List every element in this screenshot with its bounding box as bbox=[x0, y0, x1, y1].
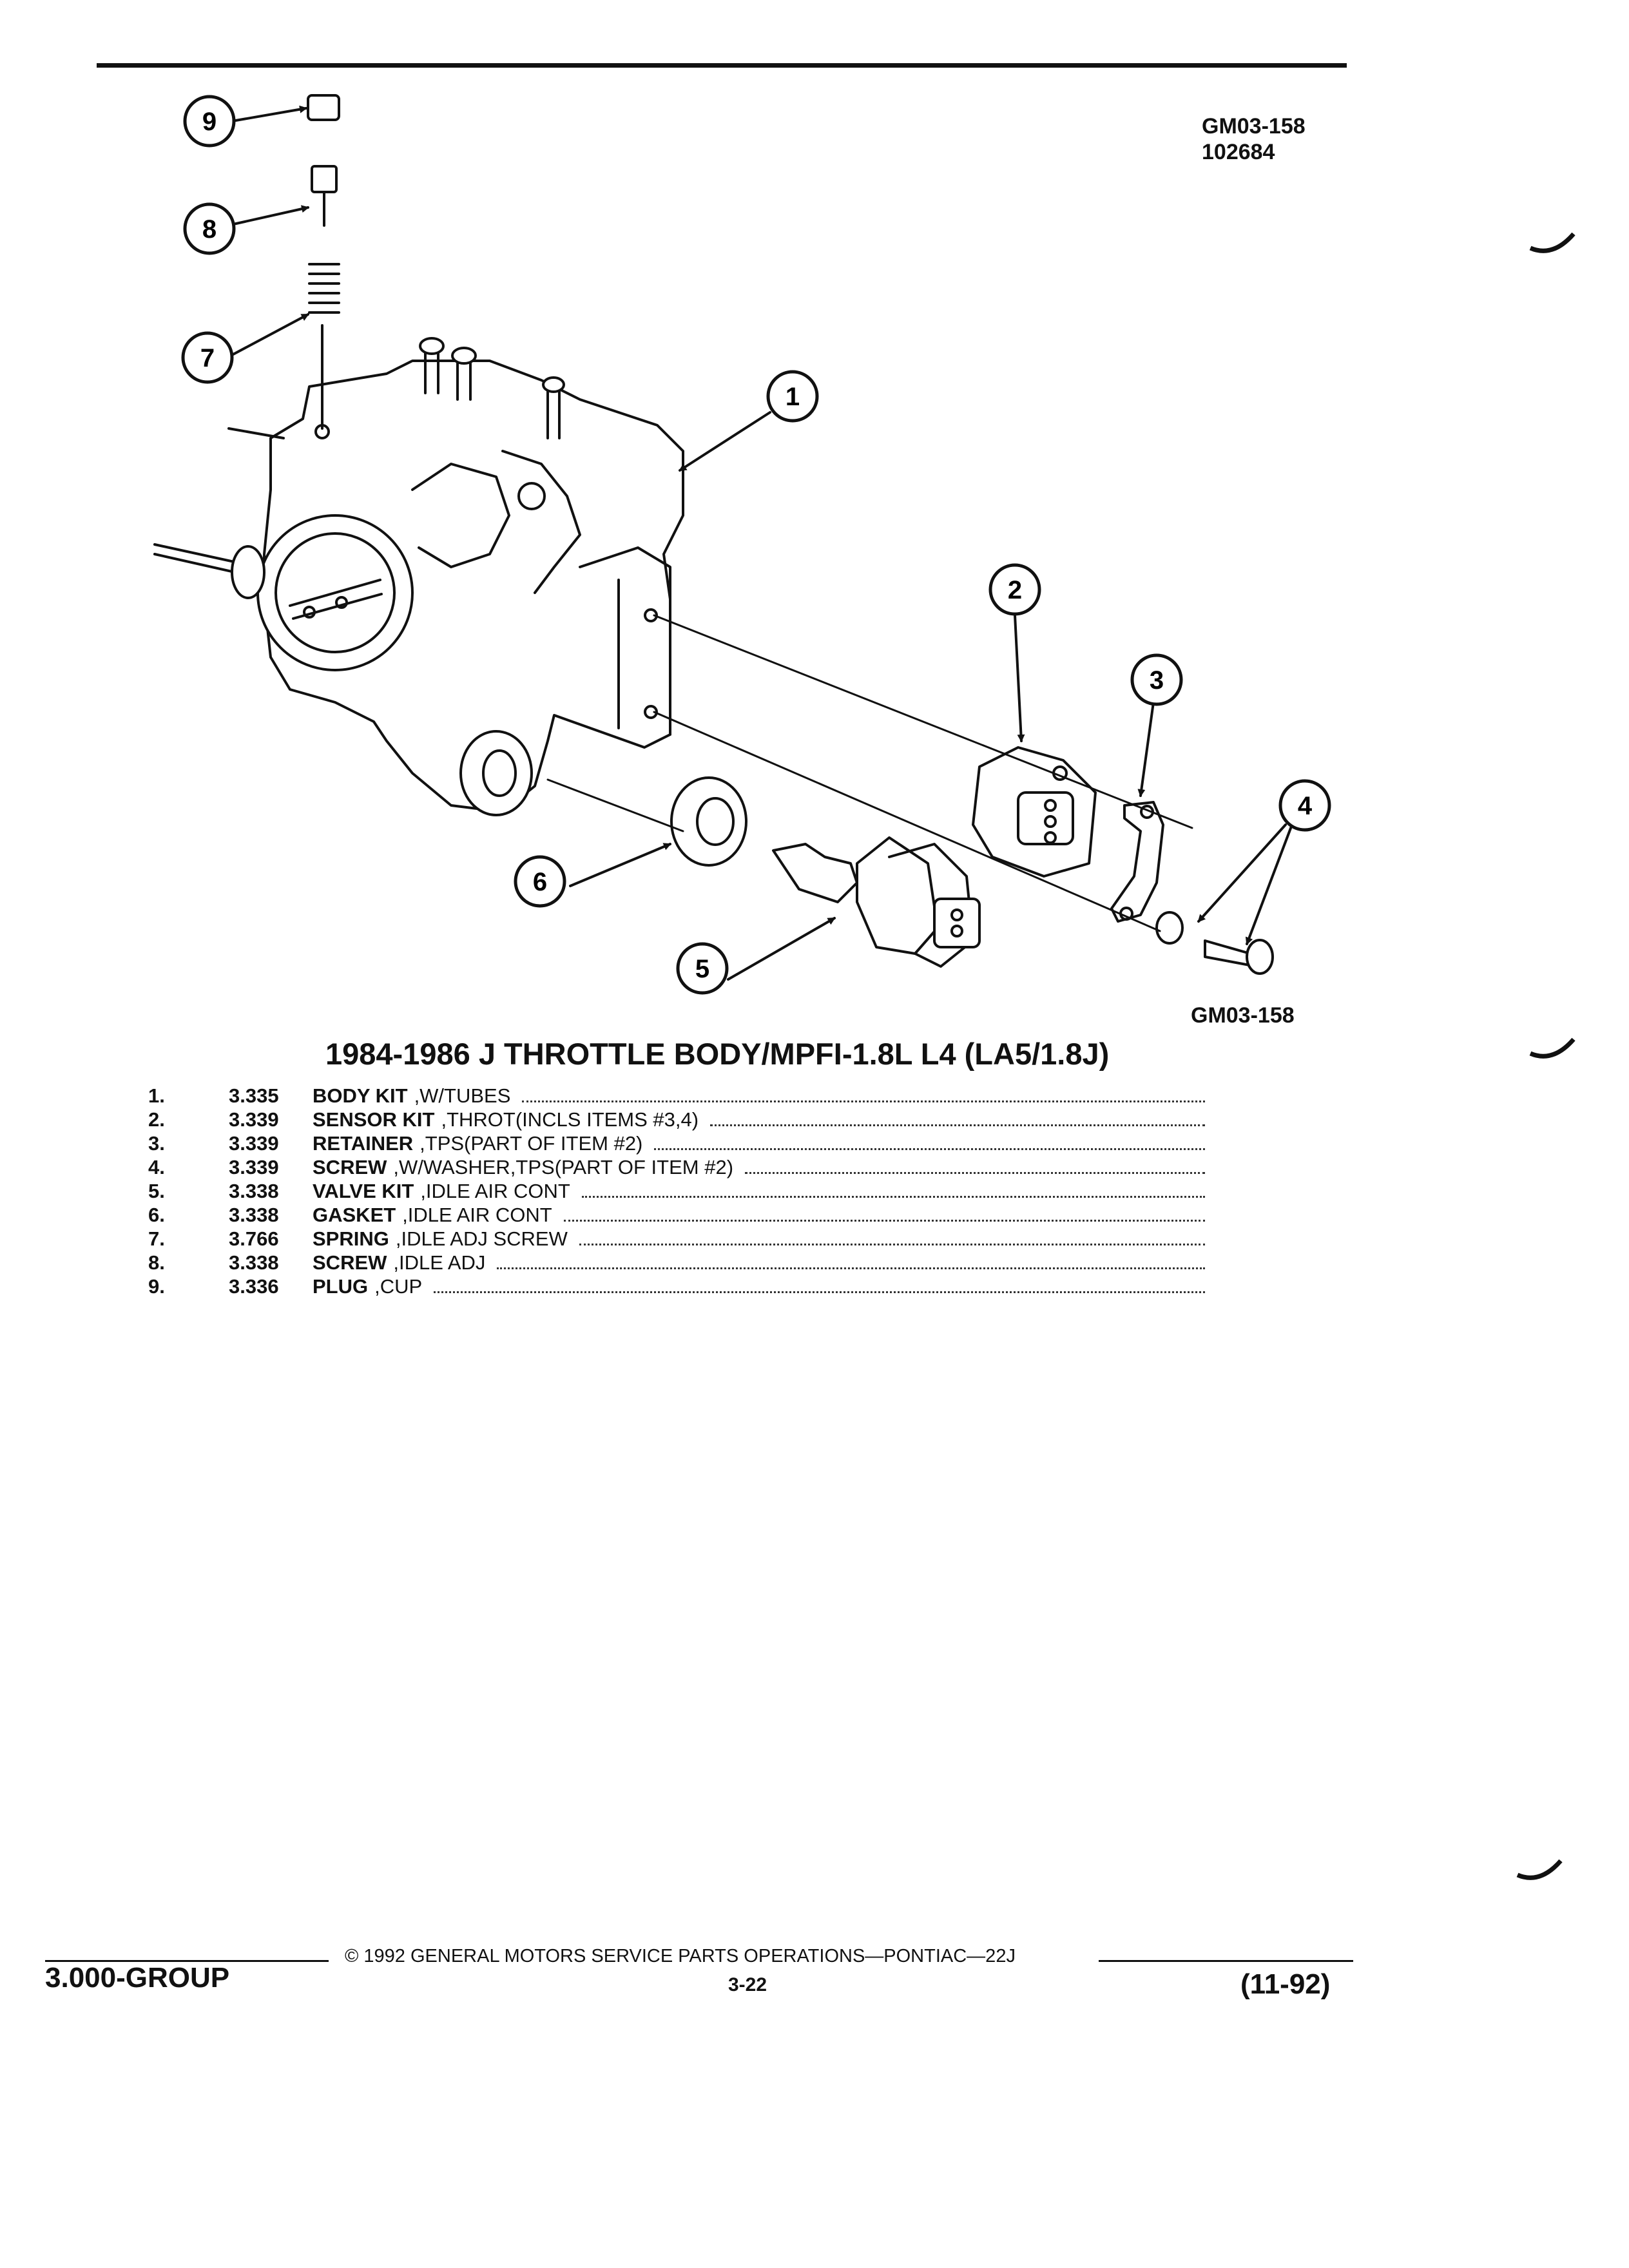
part-name: RETAINER bbox=[313, 1132, 414, 1155]
dot-leader bbox=[710, 1124, 1205, 1126]
callout-5: 5 bbox=[676, 942, 729, 995]
part-group: 3.338 bbox=[229, 1251, 279, 1274]
top-rule bbox=[97, 63, 1347, 68]
margin-mark bbox=[1516, 1859, 1563, 1880]
part-group: 3.338 bbox=[229, 1180, 279, 1202]
callout-2: 2 bbox=[988, 563, 1041, 616]
dot-leader bbox=[581, 1195, 1205, 1198]
callout-6: 6 bbox=[514, 855, 566, 908]
part-description: ,IDLE ADJ SCREW bbox=[395, 1227, 568, 1250]
footer-page-number: 3-22 bbox=[728, 1974, 767, 1995]
exploded-parts-diagram: 9 8 7 1 2 3 4 6 bbox=[153, 94, 1331, 995]
part-group: 3.339 bbox=[229, 1156, 279, 1178]
dot-leader bbox=[579, 1243, 1205, 1245]
retainer-drawing bbox=[1110, 801, 1164, 923]
part-description: ,IDLE ADJ bbox=[393, 1251, 486, 1274]
part-number: 7. bbox=[148, 1227, 165, 1250]
dot-leader bbox=[654, 1148, 1205, 1150]
callout-7: 7 bbox=[181, 331, 234, 384]
dot-leader bbox=[563, 1219, 1205, 1222]
part-group: 3.338 bbox=[229, 1204, 279, 1226]
screw-with-washer-drawing bbox=[1155, 911, 1274, 975]
callout-1: 1 bbox=[766, 370, 819, 423]
part-number: 6. bbox=[148, 1204, 165, 1226]
part-name: GASKET bbox=[313, 1204, 396, 1226]
svg-text:8: 8 bbox=[202, 215, 217, 244]
part-number: 3. bbox=[148, 1132, 165, 1155]
part-row: 8. 3.338 SCREW ,IDLE ADJ bbox=[148, 1251, 1205, 1274]
throttle-body-drawing bbox=[153, 337, 684, 816]
throttle-position-sensor-drawing bbox=[972, 746, 1097, 878]
part-name: BODY KIT bbox=[313, 1084, 408, 1107]
callout-3: 3 bbox=[1130, 653, 1183, 706]
part-description: ,IDLE AIR CONT bbox=[402, 1204, 552, 1226]
footer-group: 3.000-GROUP bbox=[45, 1962, 230, 1994]
svg-text:3: 3 bbox=[1150, 666, 1164, 695]
margin-mark bbox=[1529, 232, 1576, 253]
part-number: 2. bbox=[148, 1108, 165, 1131]
callout-4: 4 bbox=[1278, 779, 1331, 832]
part-description: ,W/TUBES bbox=[414, 1084, 511, 1107]
figure-number: GM03-158 bbox=[1202, 114, 1306, 139]
callout-9: 9 bbox=[183, 95, 236, 148]
part-number: 4. bbox=[148, 1156, 165, 1178]
callout-8: 8 bbox=[183, 202, 236, 255]
svg-text:1: 1 bbox=[786, 383, 800, 411]
idle-air-control-valve-drawing bbox=[772, 836, 981, 968]
dot-leader bbox=[497, 1267, 1205, 1269]
svg-text:5: 5 bbox=[695, 955, 709, 983]
figure-reference-top: GM03-158 102684 bbox=[1202, 113, 1306, 165]
part-group: 3.339 bbox=[229, 1132, 279, 1155]
footer-copyright: © 1992 GENERAL MOTORS SERVICE PARTS OPER… bbox=[345, 1946, 1016, 1966]
part-number: 8. bbox=[148, 1251, 165, 1274]
part-name: PLUG bbox=[313, 1275, 369, 1298]
part-name: SPRING bbox=[313, 1227, 389, 1250]
part-description: ,IDLE AIR CONT bbox=[420, 1180, 570, 1202]
dot-leader bbox=[434, 1291, 1205, 1293]
part-description: ,CUP bbox=[374, 1275, 423, 1298]
margin-mark bbox=[1529, 1037, 1576, 1059]
svg-text:7: 7 bbox=[200, 344, 215, 372]
part-row: 9. 3.336 PLUG ,CUP bbox=[148, 1274, 1205, 1298]
part-row: 4. 3.339 SCREW ,W/WASHER,TPS(PART OF ITE… bbox=[148, 1155, 1205, 1179]
part-name: SENSOR KIT bbox=[313, 1108, 435, 1131]
part-number: 9. bbox=[148, 1275, 165, 1298]
dot-leader bbox=[522, 1100, 1205, 1102]
part-row: 2. 3.339 SENSOR KIT ,THROT(INCLS ITEMS #… bbox=[148, 1108, 1205, 1131]
part-group: 3.766 bbox=[229, 1227, 279, 1250]
part-description: ,TPS(PART OF ITEM #2) bbox=[419, 1132, 643, 1155]
footer-rule-left bbox=[45, 1960, 329, 1962]
parts-list: 1. 3.335 BODY KIT ,W/TUBES 2. 3.339 SENS… bbox=[148, 1084, 1205, 1298]
dot-leader bbox=[745, 1171, 1205, 1174]
callout-circles: 9 8 7 1 2 3 4 6 bbox=[181, 95, 1331, 995]
part-group: 3.339 bbox=[229, 1108, 279, 1131]
part-number: 1. bbox=[148, 1084, 165, 1107]
figure-reference-bottom: GM03-158 bbox=[1191, 1003, 1295, 1028]
page-title: 1984-1986 J THROTTLE BODY/MPFI-1.8L L4 (… bbox=[325, 1037, 1110, 1071]
svg-text:2: 2 bbox=[1008, 576, 1022, 604]
part-description: ,W/WASHER,TPS(PART OF ITEM #2) bbox=[393, 1156, 734, 1178]
part-description: ,THROT(INCLS ITEMS #3,4) bbox=[441, 1108, 699, 1131]
part-row: 6. 3.338 GASKET ,IDLE AIR CONT bbox=[148, 1203, 1205, 1227]
part-row: 7. 3.766 SPRING ,IDLE ADJ SCREW bbox=[148, 1227, 1205, 1251]
part-number: 5. bbox=[148, 1180, 165, 1202]
part-name: VALVE KIT bbox=[313, 1180, 414, 1202]
idle-adjust-parts-drawing bbox=[307, 94, 340, 430]
figure-code: 102684 bbox=[1202, 140, 1275, 164]
part-name: SCREW bbox=[313, 1156, 387, 1178]
part-row: 1. 3.335 BODY KIT ,W/TUBES bbox=[148, 1084, 1205, 1108]
footer-rule-right bbox=[1099, 1960, 1353, 1962]
part-row: 5. 3.338 VALVE KIT ,IDLE AIR CONT bbox=[148, 1179, 1205, 1203]
footer-date: (11-92) bbox=[1240, 1968, 1331, 2000]
svg-text:9: 9 bbox=[202, 108, 217, 136]
svg-text:4: 4 bbox=[1298, 792, 1313, 820]
part-group: 3.336 bbox=[229, 1275, 279, 1298]
part-row: 3. 3.339 RETAINER ,TPS(PART OF ITEM #2) bbox=[148, 1131, 1205, 1155]
svg-text:6: 6 bbox=[533, 868, 547, 896]
part-name: SCREW bbox=[313, 1251, 387, 1274]
part-group: 3.335 bbox=[229, 1084, 279, 1107]
gasket-drawing bbox=[670, 776, 747, 867]
